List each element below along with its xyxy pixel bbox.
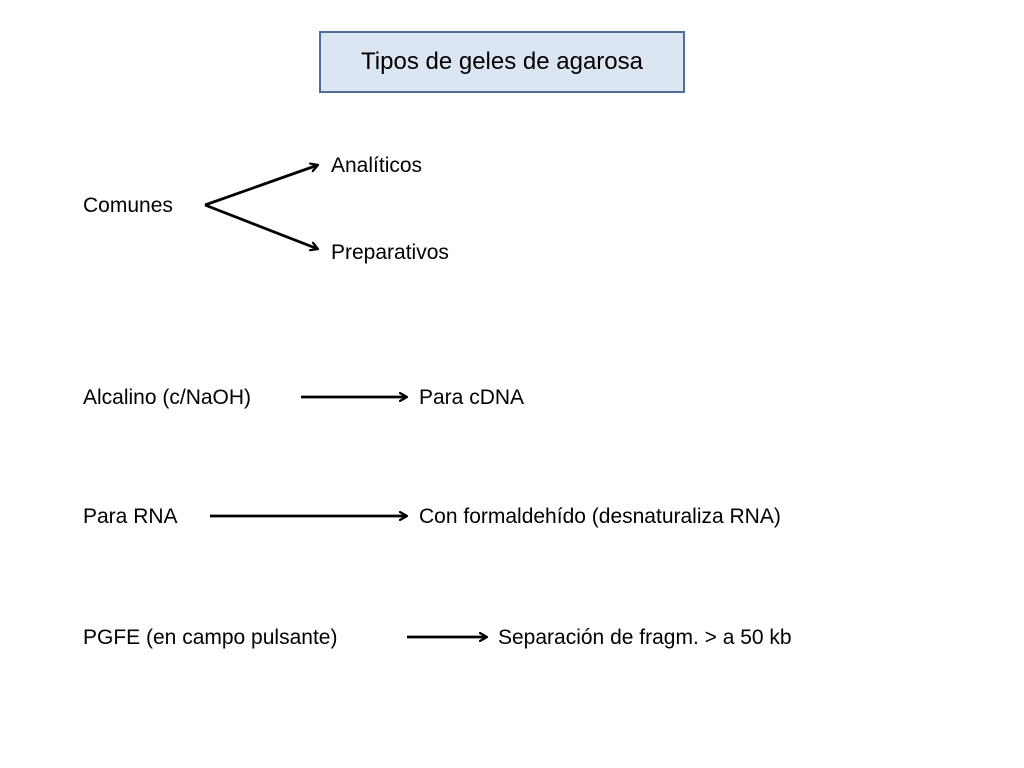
node-con-formaldehido: Con formaldehído (desnaturaliza RNA)	[419, 505, 781, 528]
node-pgfe: PGFE (en campo pulsante)	[83, 626, 338, 649]
diagram-title: Tipos de geles de agarosa	[361, 48, 643, 75]
node-para-cdna: Para cDNA	[419, 386, 525, 409]
node-alcalino: Alcalino (c/NaOH)	[83, 386, 252, 409]
node-preparativos: Preparativos	[331, 241, 449, 264]
title-box: Tipos de geles de agarosa	[319, 31, 685, 93]
arrow-comunes-analiticos	[204, 165, 318, 207]
node-para-rna: Para RNA	[83, 505, 178, 528]
node-separacion: Separación de fragm. > a 50 kb	[498, 626, 792, 649]
node-comunes: Comunes	[83, 194, 173, 217]
arrow-comunes-preparativos	[204, 203, 318, 249]
node-analiticos: Analíticos	[331, 154, 423, 177]
